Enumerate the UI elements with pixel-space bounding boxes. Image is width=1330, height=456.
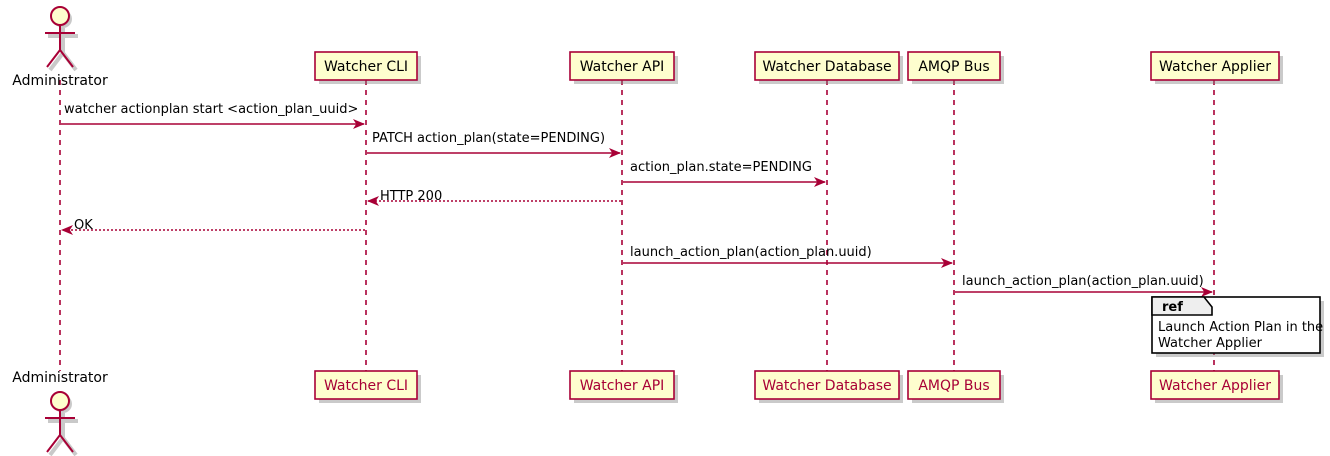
participant-box-watcher-api-top[interactable]: Watcher API	[569, 51, 678, 84]
actor-label-administrator: Administrator	[12, 370, 108, 386]
participant-box-watcher-database-top[interactable]: Watcher Database	[754, 51, 903, 84]
ref-body-line-2: Watcher Applier	[1158, 336, 1263, 351]
participant-rect	[754, 51, 900, 81]
message-label: OK	[74, 218, 93, 233]
ref-tab-label: ref	[1162, 300, 1183, 315]
participant-label-watcher-database: Watcher Database	[762, 378, 891, 394]
actor-figure-administrator-bottom[interactable]: Administrator	[12, 370, 108, 456]
participant-label-watcher-api: Watcher API	[580, 378, 665, 394]
ref-body-line-1: Launch Action Plan in the	[1158, 320, 1323, 335]
message-label: launch_action_plan(action_plan.uuid)	[962, 274, 1204, 289]
participant-boxes-bottom: Watcher CLI Watcher API Watcher Database AM…	[314, 370, 1283, 403]
message-7[interactable]: launch_action_plan(action_plan.uuid)	[955, 274, 1213, 297]
ref-tab-shape	[1151, 296, 1213, 316]
message-label: action_plan.state=PENDING	[630, 160, 812, 175]
message-label: launch_action_plan(action_plan.uuid)	[630, 245, 872, 260]
message-3[interactable]: action_plan.state=PENDING	[623, 160, 826, 187]
message-1[interactable]: watcher actionplan start <action_plan_uu…	[61, 102, 365, 129]
message-label: HTTP 200	[380, 189, 442, 204]
participant-rect	[1150, 51, 1280, 81]
participant-box-watcher-cli-top[interactable]: Watcher CLI	[314, 51, 421, 84]
messages-group: watcher actionplan start <action_plan_uu…	[61, 102, 1213, 297]
participant-label-watcher-cli: Watcher CLI	[324, 378, 408, 394]
participant-rect	[1150, 370, 1280, 400]
participant-box-amqp-bus-top[interactable]: AMQP Bus	[907, 51, 1004, 84]
participant-label-watcher-applier: Watcher Applier	[1159, 59, 1271, 75]
participant-label-amqp-bus: AMQP Bus	[918, 59, 989, 75]
participant-rect	[907, 370, 1001, 400]
message-5[interactable]: OK	[61, 218, 365, 235]
participant-label-watcher-database: Watcher Database	[762, 59, 891, 75]
participant-box-watcher-api-bottom[interactable]: Watcher API	[569, 370, 678, 403]
participant-label-watcher-cli: Watcher CLI	[324, 59, 408, 75]
actor-label-administrator: Administrator	[12, 73, 108, 89]
message-label: watcher actionplan start <action_plan_uu…	[64, 102, 358, 117]
participant-label-watcher-applier: Watcher Applier	[1159, 378, 1271, 394]
message-4[interactable]: HTTP 200	[367, 189, 621, 206]
participant-box-watcher-cli-bottom[interactable]: Watcher CLI	[314, 370, 421, 403]
participant-rect	[314, 370, 418, 400]
participant-box-watcher-applier-bottom[interactable]: Watcher Applier	[1150, 370, 1283, 403]
message-6[interactable]: launch_action_plan(action_plan.uuid)	[623, 245, 953, 268]
participant-rect	[754, 370, 900, 400]
participant-box-watcher-applier-top[interactable]: Watcher Applier	[1150, 51, 1283, 84]
participant-label-watcher-api: Watcher API	[580, 59, 665, 75]
message-label: PATCH action_plan(state=PENDING)	[372, 131, 605, 146]
message-2[interactable]: PATCH action_plan(state=PENDING)	[367, 131, 621, 158]
participant-boxes-top: Watcher CLI Watcher API Watcher Database AM…	[314, 51, 1283, 84]
participant-box-amqp-bus-bottom[interactable]: AMQP Bus	[907, 370, 1004, 403]
participant-box-watcher-database-bottom[interactable]: Watcher Database	[754, 370, 903, 403]
participant-rect	[569, 51, 675, 81]
participant-rect	[907, 51, 1001, 81]
participant-rect	[314, 51, 418, 81]
actor-figure-administrator-top[interactable]: Administrator	[12, 6, 108, 89]
participant-label-amqp-bus: AMQP Bus	[918, 378, 989, 394]
participant-rect	[569, 370, 675, 400]
